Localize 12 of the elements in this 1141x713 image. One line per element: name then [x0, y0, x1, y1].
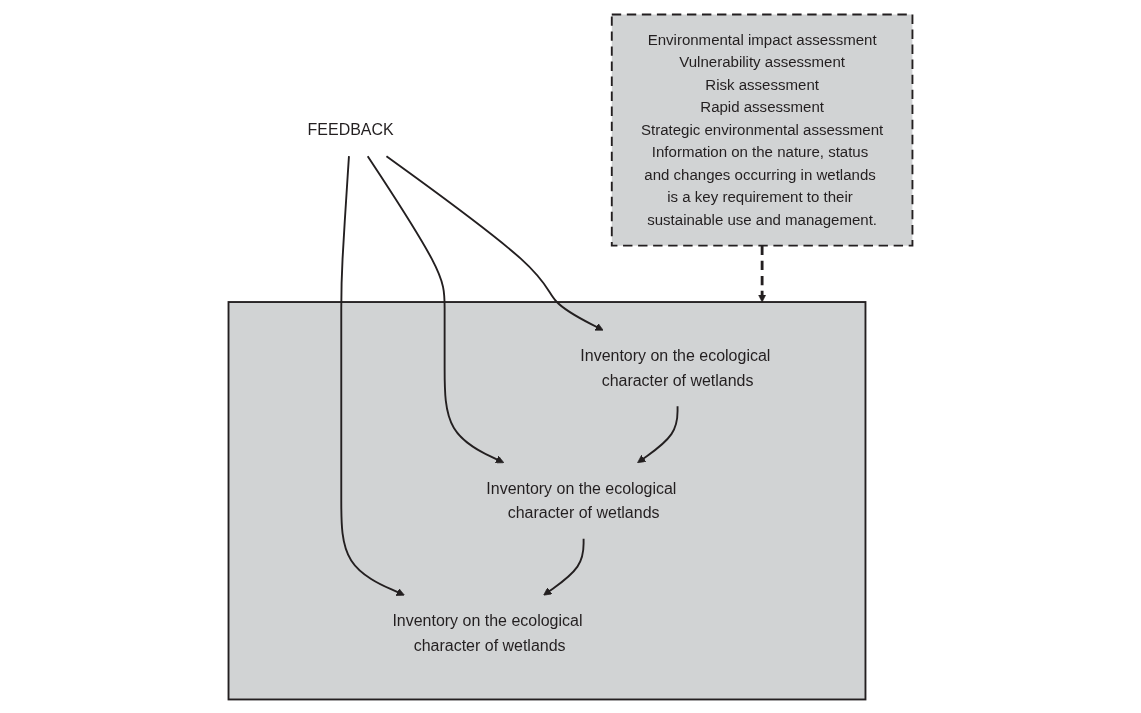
node-text: Inventory on the ecological character of wetlands: [486, 479, 677, 521]
node-text: FEEDBACK: [307, 120, 394, 139]
arrow: [366, 154, 505, 463]
node-text: Inventory on the ecological character of wetlands: [392, 611, 583, 654]
arrow: [637, 404, 679, 463]
arrow: [543, 537, 585, 596]
arrow: [385, 154, 604, 331]
node-text: Inventory on the ecological character of wetlands: [580, 346, 771, 389]
arrow: [340, 154, 405, 596]
cluster: [227, 300, 867, 700]
node-box: Environmental impact assessment Vulnerability assessment Risk assessment Rapid assessment Strategic environmental assessment Information on the nature, status and changes occurring in wetlands is a key requirement to their sustainable use and management.: [610, 13, 914, 247]
arrow: [758, 245, 767, 302]
